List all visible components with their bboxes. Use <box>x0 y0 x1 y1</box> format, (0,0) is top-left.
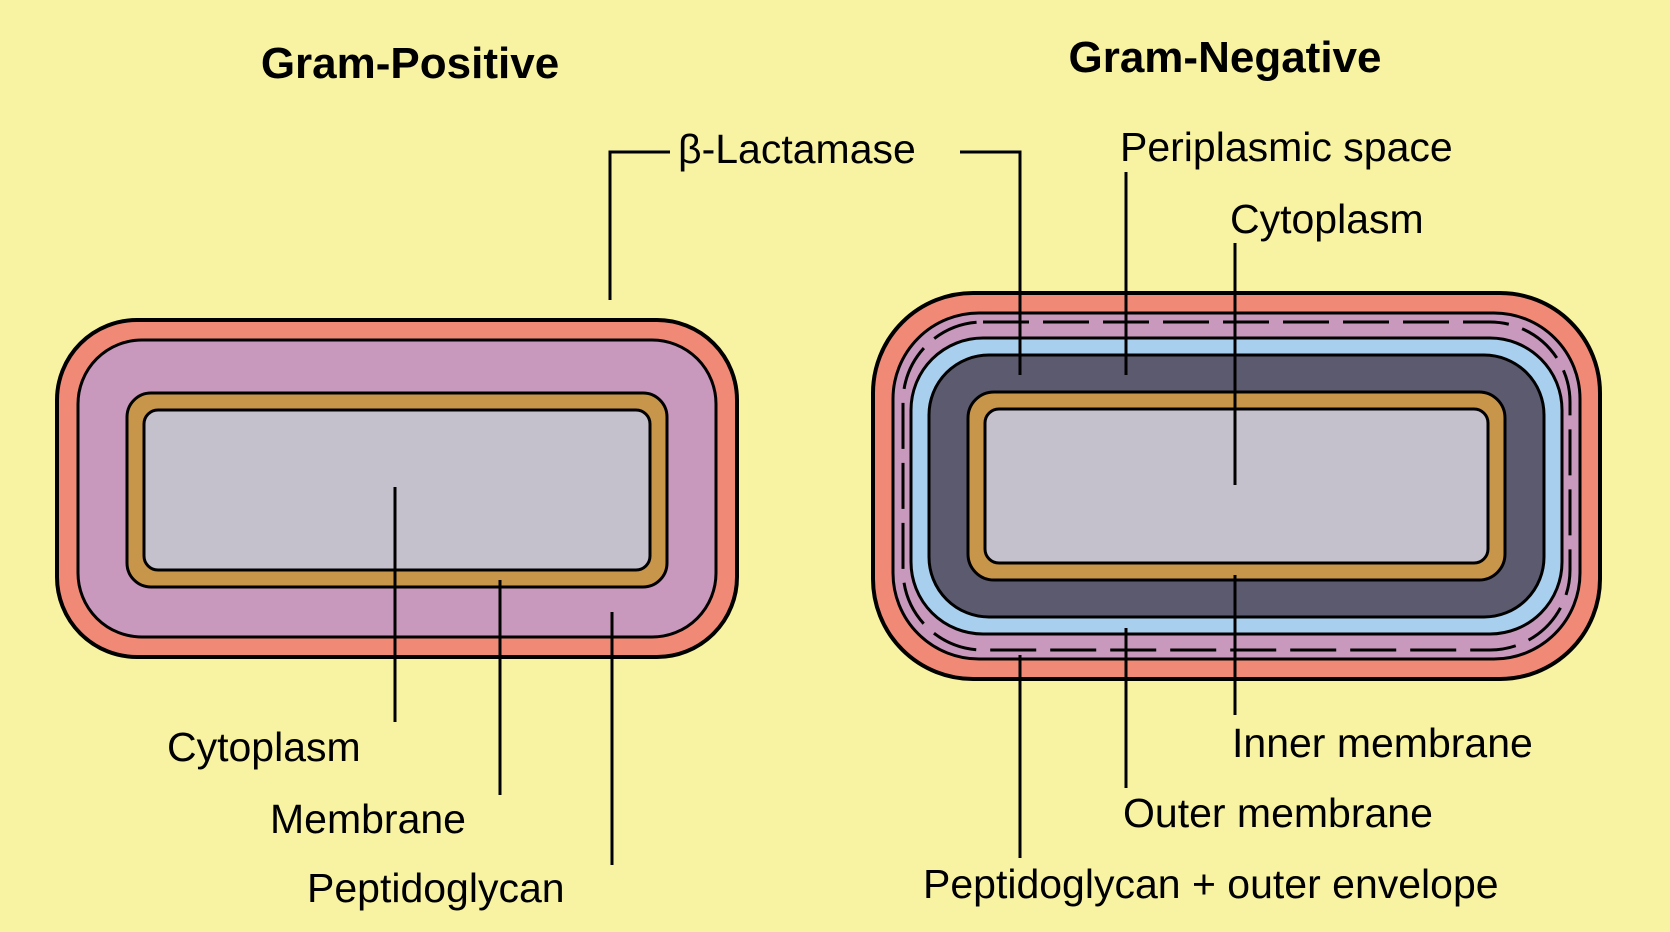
gram-positive-title: Gram-Positive <box>261 39 559 88</box>
beta-lactamase-leader-right <box>960 150 1022 375</box>
outer-membrane-label: Outer membrane <box>1123 790 1433 836</box>
gram-positive-membrane-label: Membrane <box>270 796 466 842</box>
gram-negative-cell <box>871 291 1602 681</box>
gram-positive-peptidoglycan-label: Peptidoglycan <box>307 865 565 911</box>
gram-positive-cytoplasm-label: Cytoplasm <box>167 724 361 770</box>
periplasmic-space-label: Periplasmic space <box>1120 124 1453 170</box>
gram-negative-cytoplasm-label: Cytoplasm <box>1230 196 1424 242</box>
gram-negative-title: Gram-Negative <box>1068 33 1381 82</box>
beta-lactamase-leader-left <box>608 150 670 300</box>
inner-membrane-label: Inner membrane <box>1232 720 1533 766</box>
beta-lactamase-label: β-Lactamase <box>678 126 916 172</box>
gram-positive-cytoplasm <box>142 408 652 572</box>
gram-positive-cell <box>55 318 739 659</box>
peptidoglycan-outer-envelope-label: Peptidoglycan + outer envelope <box>923 861 1499 907</box>
